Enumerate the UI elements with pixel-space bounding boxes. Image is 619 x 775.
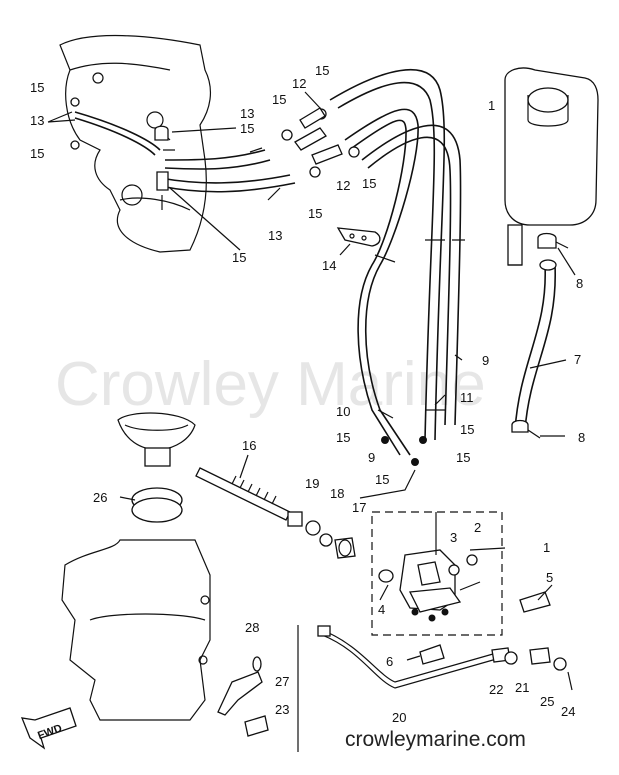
callout-4: 4 xyxy=(378,602,385,617)
oil-hoses xyxy=(329,69,465,456)
callout-15: 15 xyxy=(30,146,44,161)
callout-15: 15 xyxy=(456,450,470,465)
callout-10: 10 xyxy=(336,404,350,419)
forward-arrow: FWD xyxy=(20,707,77,750)
callout-21: 21 xyxy=(515,680,529,695)
pump-fittings xyxy=(419,591,551,665)
callout-9: 9 xyxy=(482,353,489,368)
callout-15: 15 xyxy=(272,92,286,107)
callout-16: 16 xyxy=(242,438,256,453)
oil-tank xyxy=(504,67,599,266)
callout-5: 5 xyxy=(546,570,553,585)
callout-12: 12 xyxy=(336,178,350,193)
short-hoses xyxy=(74,111,296,210)
callout-1: 1 xyxy=(543,540,550,555)
callout-labels: 15 13 15 15 13 15 12 15 15 13 15 12 15 1… xyxy=(30,63,585,725)
callout-15: 15 xyxy=(362,176,376,191)
callout-13: 13 xyxy=(240,106,254,121)
callout-15: 15 xyxy=(336,430,350,445)
callout-19: 19 xyxy=(305,476,319,491)
callout-13: 13 xyxy=(268,228,282,243)
callout-13: 13 xyxy=(30,113,44,128)
callout-15: 15 xyxy=(315,63,329,78)
callout-15: 15 xyxy=(308,206,322,221)
callout-3: 3 xyxy=(450,530,457,545)
callout-12: 12 xyxy=(292,76,306,91)
shaft-seal-parts xyxy=(305,520,356,559)
callout-7: 7 xyxy=(574,352,581,367)
lower-cylinder-block xyxy=(61,539,211,721)
callout-1: 1 xyxy=(488,98,495,113)
callout-8: 8 xyxy=(578,430,585,445)
hose-holder xyxy=(336,227,381,247)
callout-17: 17 xyxy=(352,500,366,515)
callout-15: 15 xyxy=(375,472,389,487)
callout-28: 28 xyxy=(245,620,259,635)
callout-11: 11 xyxy=(460,390,474,405)
callout-18: 18 xyxy=(330,486,344,501)
flywheel-gear xyxy=(117,412,196,523)
callout-2: 2 xyxy=(474,520,481,535)
callout-23: 23 xyxy=(275,702,289,717)
callout-6: 6 xyxy=(386,654,393,669)
callout-26: 26 xyxy=(93,490,107,505)
callout-24: 24 xyxy=(561,704,575,719)
callout-9: 9 xyxy=(368,450,375,465)
callout-22: 22 xyxy=(489,682,503,697)
callout-15: 15 xyxy=(460,422,474,437)
site-url: crowleymarine.com xyxy=(345,728,526,751)
callout-15: 15 xyxy=(240,121,254,136)
callout-15: 15 xyxy=(232,250,246,265)
throttle-lever xyxy=(217,656,269,737)
callout-25: 25 xyxy=(540,694,554,709)
pump-link-rod xyxy=(297,625,511,752)
callout-20: 20 xyxy=(392,710,406,725)
tank-outlet-hose xyxy=(511,232,569,439)
link-small-parts xyxy=(504,647,573,691)
drive-shaft xyxy=(195,467,303,527)
leader-lines xyxy=(47,91,576,661)
upper-cylinder-block xyxy=(59,34,212,253)
callout-15: 15 xyxy=(30,80,44,95)
callout-14: 14 xyxy=(322,258,336,273)
oil-pump-assembly xyxy=(371,511,503,636)
callout-27: 27 xyxy=(275,674,289,689)
watermark: Crowley Marine xyxy=(55,350,486,419)
hose-clips xyxy=(70,97,427,466)
callout-8: 8 xyxy=(576,276,583,291)
